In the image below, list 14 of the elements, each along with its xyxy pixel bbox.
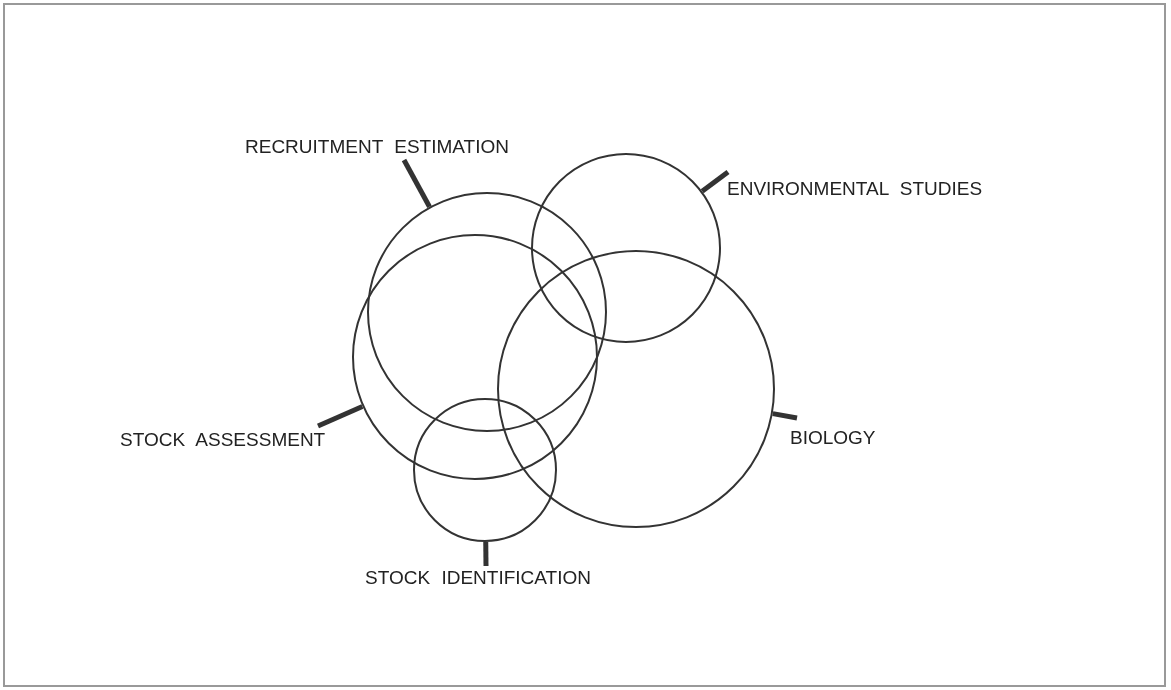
topic-label: BIOLOGY <box>790 427 876 449</box>
leader-line <box>401 158 432 208</box>
topic-circle <box>352 234 598 480</box>
topic-circle <box>497 250 775 528</box>
topic-label: RECRUITMENT ESTIMATION <box>245 136 509 158</box>
leader-line <box>700 170 730 194</box>
topic-label: ENVIRONMENTAL STUDIES <box>727 178 983 200</box>
leader-line <box>317 404 364 429</box>
topic-label: STOCK ASSESSMENT <box>120 429 326 451</box>
topic-circle <box>367 192 607 432</box>
topic-circle <box>531 153 721 343</box>
leader-line <box>483 541 489 567</box>
topic-label: STOCK IDENTIFICATION <box>365 567 591 589</box>
topic-circle <box>413 398 557 542</box>
